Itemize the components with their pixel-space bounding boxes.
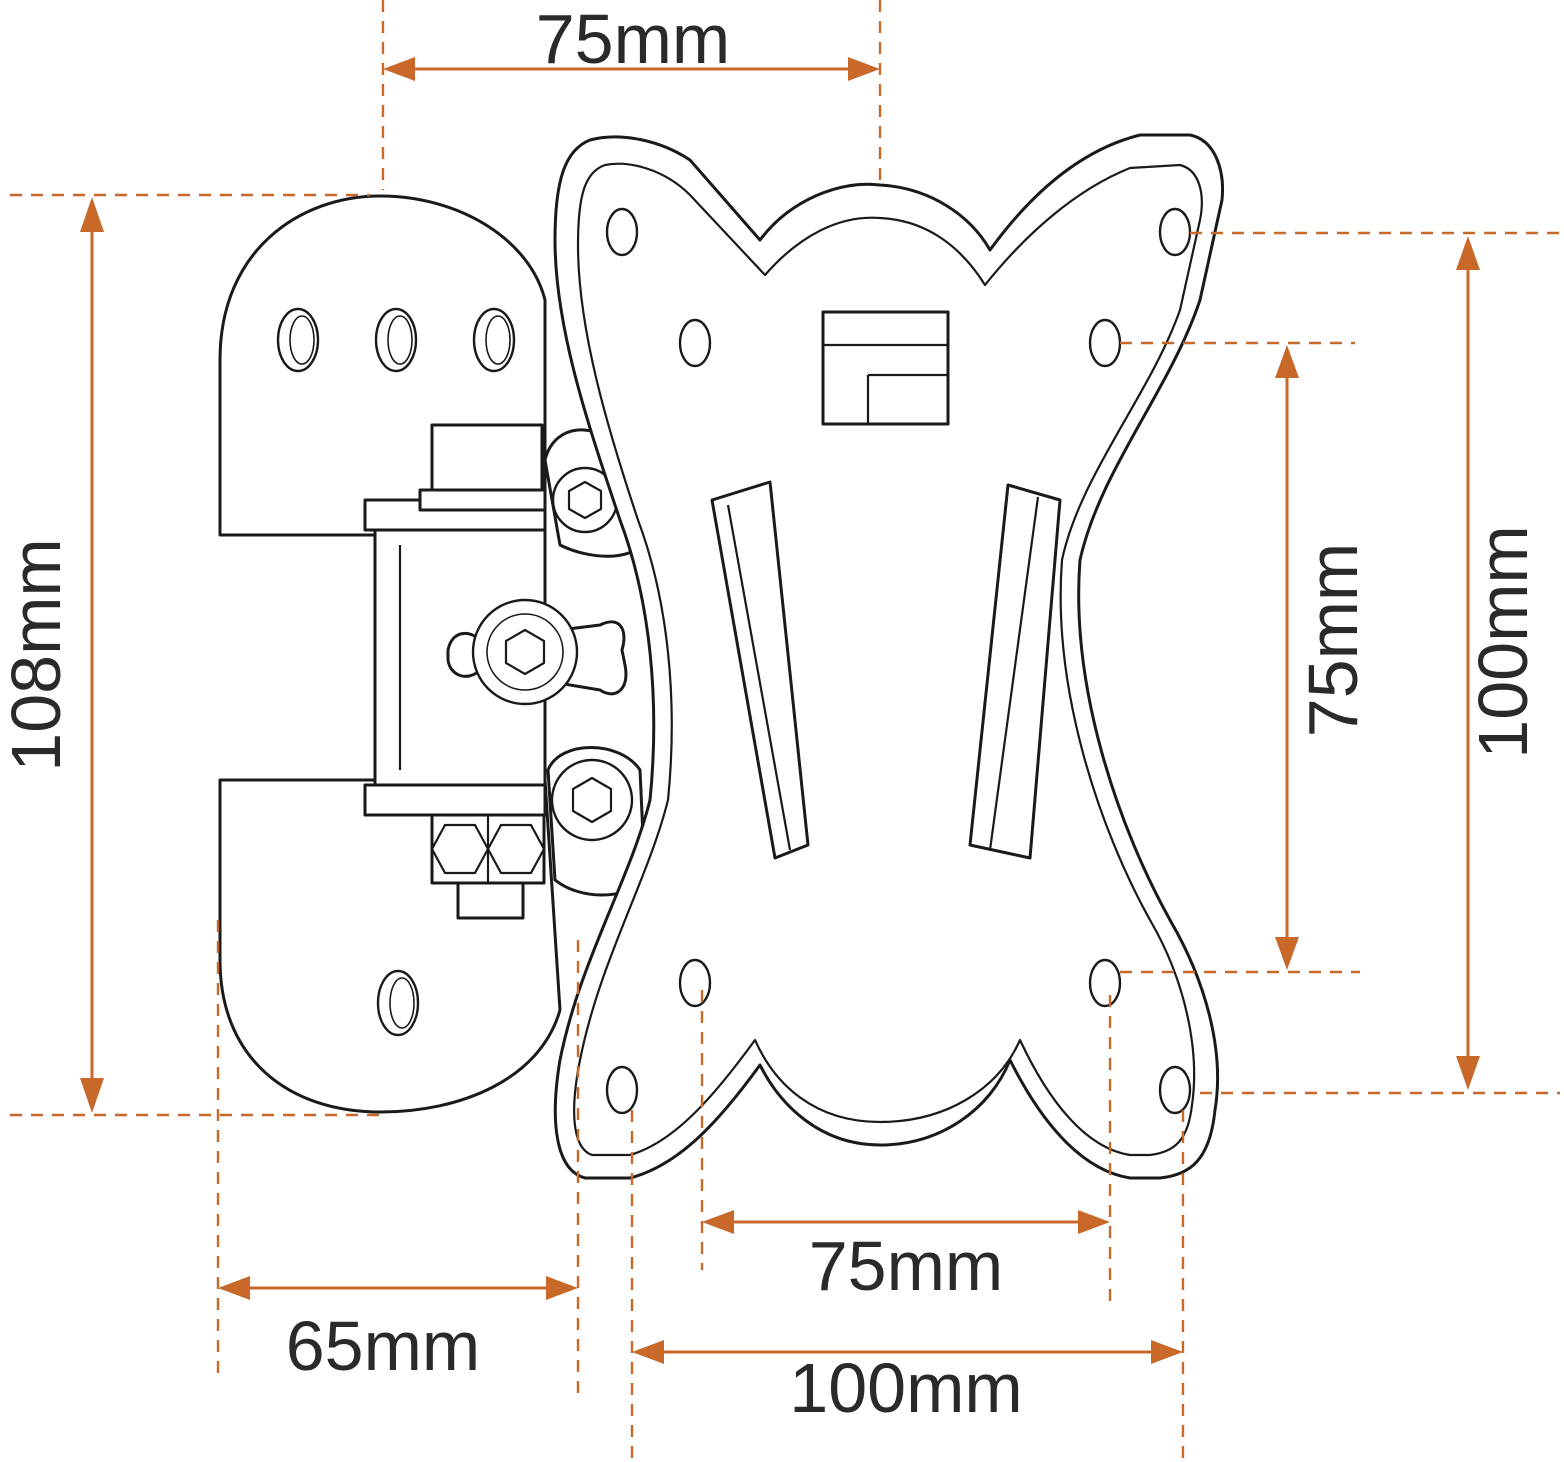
label-right-75: 75mm (1294, 543, 1372, 737)
dimension-guides (10, 0, 1560, 1460)
label-bottom-65: 65mm (286, 1307, 480, 1385)
vesa-center-bracket (821, 310, 950, 426)
dimension-labels: 75mm 108mm 75mm 100mm 65mm 75mm 100mm (0, 0, 1542, 1427)
vesa-plate-inner-rim (573, 162, 1203, 1157)
vesa-left-slot (710, 480, 810, 860)
vesa-hole-tr-75 (1088, 318, 1122, 368)
vesa-hole-tl-75 (678, 318, 712, 368)
wall-plate-hole-1 (276, 307, 320, 373)
lower-pin (456, 881, 525, 920)
wall-plate-hole-3 (472, 307, 516, 373)
label-bottom-75: 75mm (809, 1227, 1003, 1305)
vesa-hole-tl-100 (605, 207, 639, 257)
wall-plate-lower-flange (363, 783, 547, 817)
vesa-plate-outline (553, 133, 1225, 1180)
vesa-hole-tr-100 (1158, 207, 1192, 257)
label-right-100: 100mm (1464, 525, 1542, 758)
vesa-hole-br-75 (1088, 958, 1122, 1008)
wall-plate-hole-2 (374, 307, 418, 373)
vesa-hole-bl-100 (605, 1065, 639, 1115)
vesa-plate (553, 133, 1225, 1180)
label-top-75: 75mm (536, 0, 730, 78)
hinge-assembly (418, 423, 647, 920)
wall-plate-hole-4 (376, 969, 420, 1037)
vesa-hole-br-100 (1158, 1065, 1192, 1115)
lower-hex-bolt (550, 758, 634, 842)
vesa-hole-bl-75 (678, 958, 712, 1008)
wall-plate (218, 194, 562, 1114)
label-bottom-100: 100mm (789, 1349, 1022, 1427)
tilt-knob (471, 598, 579, 706)
label-left-108: 108mm (0, 538, 75, 771)
dimension-arrows (80, 57, 1480, 1364)
